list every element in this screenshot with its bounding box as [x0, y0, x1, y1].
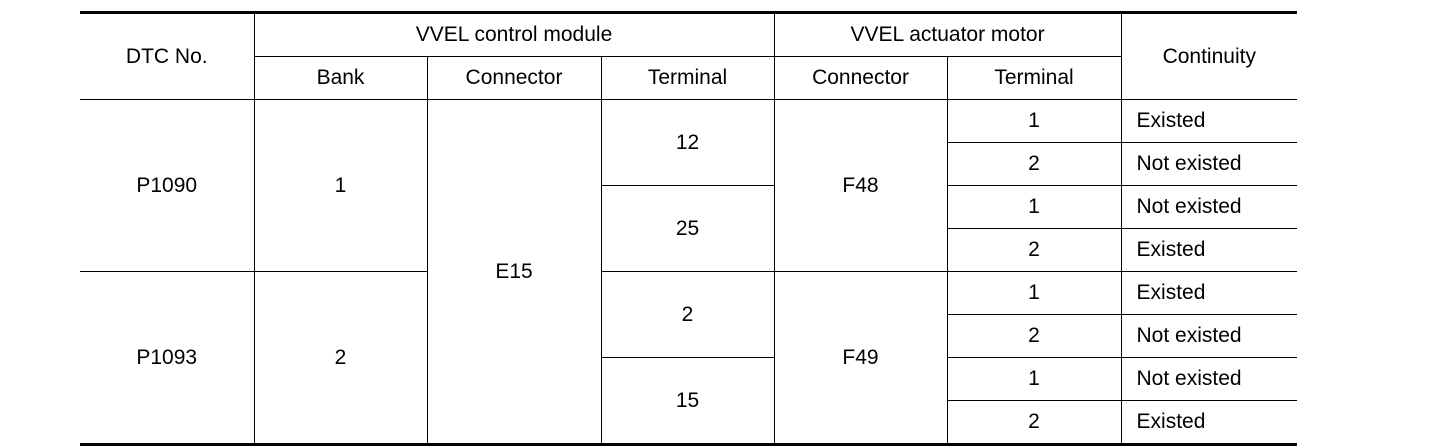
motor-terminal-cell: 1: [946, 271, 1122, 315]
motor-terminal-cell: 1: [946, 357, 1122, 401]
motor-terminal-cell: 1: [946, 185, 1122, 229]
header-row-sub: Bank Connector Terminal Connector Termin…: [80, 56, 1297, 100]
table-row: 2 Existed: [80, 228, 1298, 272]
table-row: 25 1 Not existed: [80, 185, 1298, 272]
header-row-top: DTC No. VVEL control module VVEL actuato…: [80, 12, 1298, 100]
motor-connector-cell: F49: [773, 271, 948, 445]
dtc-cell: P1090: [80, 99, 255, 272]
continuity-cell: Not existed: [1120, 185, 1298, 229]
module-terminal-cell: 12: [600, 99, 775, 186]
motor-terminal-cell: 2: [947, 142, 1122, 186]
header-module-connector: Connector: [426, 56, 602, 100]
motor-terminal-cell: 2: [947, 314, 1122, 358]
bank-cell: 2: [253, 271, 428, 445]
header-control-module: VVEL control module: [253, 12, 775, 57]
header-bank: Bank: [254, 56, 428, 100]
motor-terminal-cell: 1: [946, 99, 1122, 143]
motor-terminal-cell: 2: [947, 400, 1122, 445]
continuity-cell: Existed: [1120, 228, 1298, 272]
bank-cell: 1: [253, 99, 428, 272]
continuity-cell: Existed: [1120, 99, 1298, 143]
continuity-cell: Not existed: [1120, 357, 1298, 401]
header-continuity: Continuity: [1120, 12, 1298, 100]
continuity-cell: Existed: [1120, 271, 1298, 315]
header-actuator-motor: VVEL actuator motor: [773, 12, 1122, 57]
table-row: P1093 2 2 F49 1 Existed: [80, 271, 1298, 445]
header-dtc-no: DTC No.: [80, 12, 255, 100]
motor-connector-cell: F48: [773, 99, 948, 272]
module-connector-cell: E15: [426, 99, 602, 445]
continuity-cell: Not existed: [1120, 142, 1298, 186]
module-terminal-cell: 25: [601, 185, 775, 272]
module-terminal-cell: 2: [600, 271, 775, 358]
continuity-cell: Not existed: [1120, 314, 1298, 358]
table-row: P1090 1 E15 12 F48 1 Existed: [80, 99, 1298, 445]
header-motor-terminal: Terminal: [946, 56, 1122, 100]
table-row: 2 Existed: [80, 400, 1298, 445]
motor-terminal-cell: 2: [947, 228, 1122, 272]
continuity-cell: Existed: [1120, 400, 1298, 445]
header-module-terminal: Terminal: [600, 56, 775, 100]
table-row: 2 Not existed: [80, 142, 1298, 186]
continuity-table: DTC No. VVEL control module VVEL actuato…: [80, 11, 1298, 446]
dtc-cell: P1093: [80, 271, 255, 445]
module-terminal-cell: 15: [601, 357, 775, 445]
header-motor-connector: Connector: [773, 56, 948, 100]
table-row: 15 1 Not existed: [80, 357, 1298, 445]
